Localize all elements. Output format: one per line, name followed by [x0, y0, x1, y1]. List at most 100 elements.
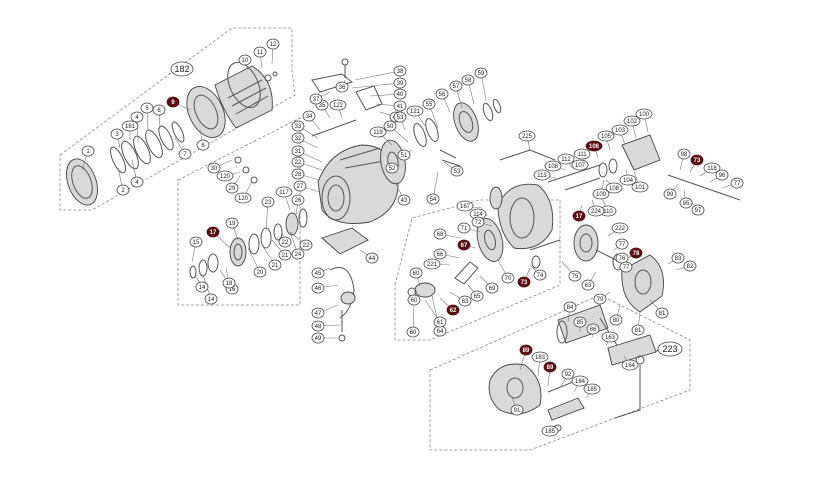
callout-number: 29: [229, 186, 236, 192]
part-callout: 118: [703, 162, 721, 174]
callout-bubble: [597, 130, 615, 142]
part-callout: 100: [635, 108, 653, 120]
part-callout: 24: [291, 248, 305, 260]
part-callout: 167: [456, 200, 474, 212]
part-callout: 89: [543, 361, 557, 373]
callout-bubble: [291, 145, 305, 157]
callout-number: 59: [478, 71, 485, 77]
callout-number: 61: [437, 320, 444, 326]
callout-bubble: [222, 277, 236, 289]
group-label-182: 182: [170, 61, 194, 77]
part-callout: 92: [561, 368, 575, 380]
part-callout: 43: [397, 194, 411, 206]
callout-number: 77: [619, 242, 626, 248]
callout-number: 120: [220, 174, 231, 180]
part-callout: 4: [130, 111, 144, 123]
callout-number: 17: [576, 214, 583, 220]
part-callout: 52: [385, 162, 399, 174]
callout-bubble: [611, 222, 629, 234]
callout-number: 43: [401, 198, 408, 204]
part-callout: 84: [563, 301, 577, 313]
callout-number: 86: [590, 327, 597, 333]
callout-bubble: [81, 145, 95, 157]
part-callout: 113: [533, 169, 551, 181]
part-callout: 12: [266, 38, 280, 50]
callout-bubble: [291, 248, 305, 260]
callout-bubble: [619, 261, 633, 273]
part-callout: 181: [121, 120, 139, 132]
callout-number: 106: [589, 144, 600, 150]
part-callout: 58: [461, 74, 475, 86]
callout-number: 24: [295, 252, 302, 258]
callout-bubble: [703, 162, 721, 174]
callout-bubble: [393, 88, 407, 100]
callout-number: 45: [315, 271, 322, 277]
callout-bubble: [116, 184, 130, 196]
callout-number: 108: [609, 186, 620, 192]
callout-number: 82: [687, 264, 694, 270]
part-callout: 59: [474, 67, 488, 79]
part-callout: 69: [485, 282, 499, 294]
callout-bubble: [253, 266, 267, 278]
part-callout: 63: [581, 279, 595, 291]
callout-bubble: [435, 88, 449, 100]
callout-bubble: [225, 217, 239, 229]
part-callout: 9: [166, 96, 180, 108]
callout-number: 26: [295, 198, 302, 204]
callout-bubble: [291, 168, 305, 180]
part-callout: 76: [615, 252, 629, 264]
callout-number: 74: [537, 273, 544, 279]
callout-number: 48: [315, 324, 322, 330]
callout-bubble: [671, 252, 685, 264]
callout-number: 72: [475, 220, 482, 226]
part-callout: 108: [544, 160, 562, 172]
callout-number: 73: [521, 280, 528, 286]
part-callout: 185: [541, 425, 559, 437]
callout-bubble: [253, 46, 267, 58]
callout-number: 111: [577, 152, 587, 158]
callout-bubble: [422, 98, 436, 110]
callout-number: 101: [635, 185, 646, 191]
part-callout: 77: [730, 177, 744, 189]
callout-number: 73: [694, 158, 701, 164]
part-callout: 66: [433, 248, 447, 260]
part-callout: 112: [557, 153, 575, 165]
callout-number: 98: [681, 152, 688, 158]
part-callout: 6: [152, 104, 166, 116]
part-callout: 121: [406, 105, 424, 117]
callout-number: 20: [257, 270, 264, 276]
callout-number: 117: [279, 190, 289, 196]
part-callout: 78: [629, 247, 643, 259]
part-callout: 49: [311, 332, 325, 344]
callout-bubble: [470, 290, 484, 302]
part-callout: 34: [302, 110, 316, 122]
callout-number: 44: [369, 256, 376, 262]
callout-number: 95: [683, 201, 690, 207]
part-callout: 225: [518, 130, 536, 142]
callout-bubble: [299, 239, 313, 251]
part-callout: 3: [110, 128, 124, 140]
part-callout: 120: [234, 192, 252, 204]
callout-number: 60: [413, 271, 420, 277]
part-callout: 22: [299, 239, 313, 251]
callout-number: 33: [295, 124, 302, 130]
part-callout: 183: [531, 351, 549, 363]
part-callout: 91: [510, 404, 524, 416]
callout-bubble: [679, 197, 693, 209]
callout-bubble: [663, 188, 677, 200]
part-callout: 19: [225, 217, 239, 229]
callout-bubble: [329, 99, 347, 111]
part-callout: 18: [222, 277, 236, 289]
callout-bubble: [278, 249, 292, 261]
callout-bubble: [471, 216, 485, 228]
callout-number: 5: [145, 106, 149, 112]
callout-number: 60: [411, 298, 418, 304]
callout-bubble: [393, 65, 407, 77]
callout-bubble: [291, 156, 305, 168]
callout-number: 51: [401, 153, 408, 159]
callout-number: 7: [183, 152, 187, 158]
part-callout: 102: [623, 115, 641, 127]
callout-bubble: [571, 375, 589, 387]
part-callout: 29: [225, 182, 239, 194]
callout-bubble: [291, 194, 305, 206]
